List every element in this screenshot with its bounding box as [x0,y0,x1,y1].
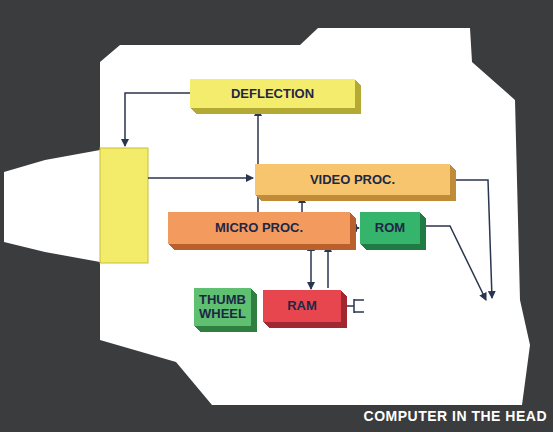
signal-connector [301,196,303,212]
signal-connector [350,227,359,229]
rom-output-wire [426,226,486,300]
deflection-to-tube-wire [125,93,190,146]
process-box: MICRO PROC. [168,212,350,244]
battery-plug [346,299,364,313]
process-box: DEFLECTION [190,79,355,108]
signal-connector [258,109,264,212]
box-label: ROM [375,221,405,235]
tube-to-video-wire [148,177,253,179]
caption: COMPUTER IN THE HEAD [364,408,547,424]
box-label: VIDEO PROC. [310,173,395,187]
pickup-tube [100,148,148,263]
video-output-wire [456,180,492,298]
signal-connector [310,244,312,289]
process-box: ROM [360,212,420,244]
box-label: RAM [287,299,317,313]
box-label: DEFLECTION [231,87,314,101]
box-label: THUMB WHEEL [198,293,247,321]
camera-body [4,28,530,405]
process-box: VIDEO PROC. [255,164,450,195]
signal-connector [327,245,329,288]
process-box: RAM [263,290,341,322]
box-label: MICRO PROC. [215,221,303,235]
process-box: THUMB WHEEL [194,288,251,326]
